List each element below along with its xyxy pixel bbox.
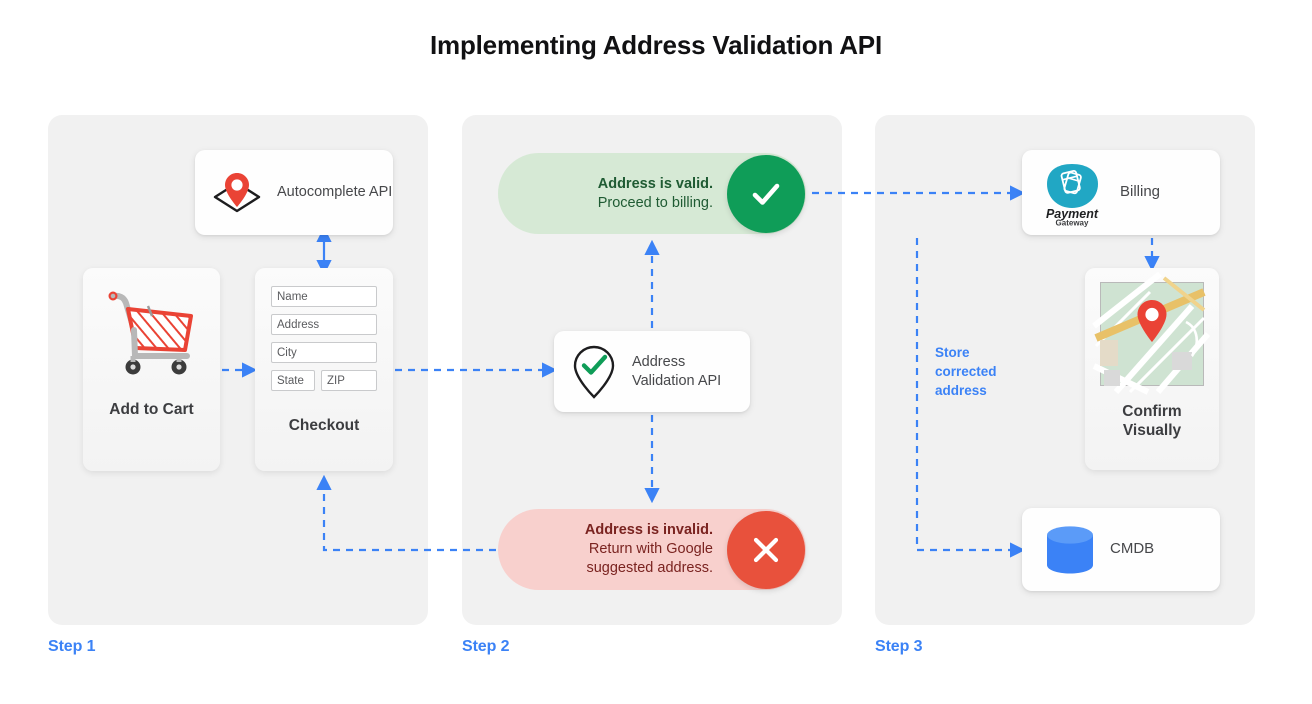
confirm-visually-label-line1: Confirm [1122, 403, 1182, 420]
checkout-label: Checkout [288, 417, 360, 434]
address-valid-title: Address is valid. [597, 175, 713, 192]
cmdb-label: CMDB [1110, 540, 1155, 558]
pin-check-icon [568, 343, 620, 401]
city-field[interactable]: City [271, 342, 377, 363]
zip-field[interactable]: ZIP [321, 370, 377, 391]
store-corrected-address-note: Store corrected address [935, 343, 1035, 400]
payment-logo-secondary-text: Gateway [1056, 218, 1089, 227]
state-zip-row: State ZIP [271, 370, 377, 398]
autocomplete-api-card[interactable]: Autocomplete API [195, 150, 393, 235]
add-to-cart-card[interactable]: Add to Cart [83, 268, 220, 471]
confirm-visually-label: Confirm Visually [1122, 402, 1181, 441]
address-invalid-subtitle-line2: suggested address. [586, 559, 713, 576]
address-invalid-text: Address is invalid. Return with Google s… [585, 521, 727, 578]
payment-gateway-logo-icon: Payment Gateway [1034, 160, 1110, 227]
address-field[interactable]: Address [271, 314, 377, 335]
address-valid-subtitle: Proceed to billing. [597, 194, 713, 211]
step-1-label: Step 1 [48, 638, 96, 655]
page-title: Implementing Address Validation API [430, 30, 882, 60]
address-valid-text: Address is valid. Proceed to billing. [598, 175, 727, 213]
map-thumbnail-icon [1092, 271, 1211, 395]
address-invalid-title: Address is invalid. [584, 522, 713, 539]
address-validation-api-label: Address Validation API [632, 354, 722, 389]
check-circle-icon [727, 154, 805, 233]
close-circle-icon [727, 510, 805, 589]
location-pin-diamond-icon [209, 167, 265, 219]
address-valid-pill[interactable]: Address is valid. Proceed to billing. [498, 153, 806, 234]
autocomplete-api-label: Autocomplete API [277, 184, 393, 201]
confirm-visually-card[interactable]: Confirm Visually [1085, 268, 1219, 470]
name-field[interactable]: Name [271, 286, 377, 307]
checkout-card[interactable]: Name Address City State ZIP Checkout [255, 268, 393, 471]
address-validation-api-card[interactable]: Address Validation API [554, 331, 750, 412]
payment-logo-primary-text: Payment [1046, 207, 1099, 221]
cmdb-card[interactable]: CMDB [1022, 508, 1220, 591]
store-note-line1: Store [935, 345, 970, 360]
step-3-label: Step 3 [875, 638, 923, 655]
confirm-visually-label-line2: Visually [1122, 422, 1182, 440]
store-note-line2: corrected [935, 364, 997, 380]
database-cylinder-icon [1044, 525, 1096, 575]
shopping-cart-icon [103, 286, 201, 378]
address-invalid-subtitle-line1: Return with Google [588, 541, 713, 558]
state-field[interactable]: State [271, 370, 315, 391]
billing-label: Billing [1120, 183, 1161, 201]
address-invalid-pill[interactable]: Address is invalid. Return with Google s… [498, 509, 806, 590]
store-note-line3: address [935, 383, 987, 399]
billing-card[interactable]: Payment Gateway Billing [1022, 150, 1220, 235]
add-to-cart-label: Add to Cart [109, 401, 194, 418]
step-2-label: Step 2 [462, 638, 510, 655]
